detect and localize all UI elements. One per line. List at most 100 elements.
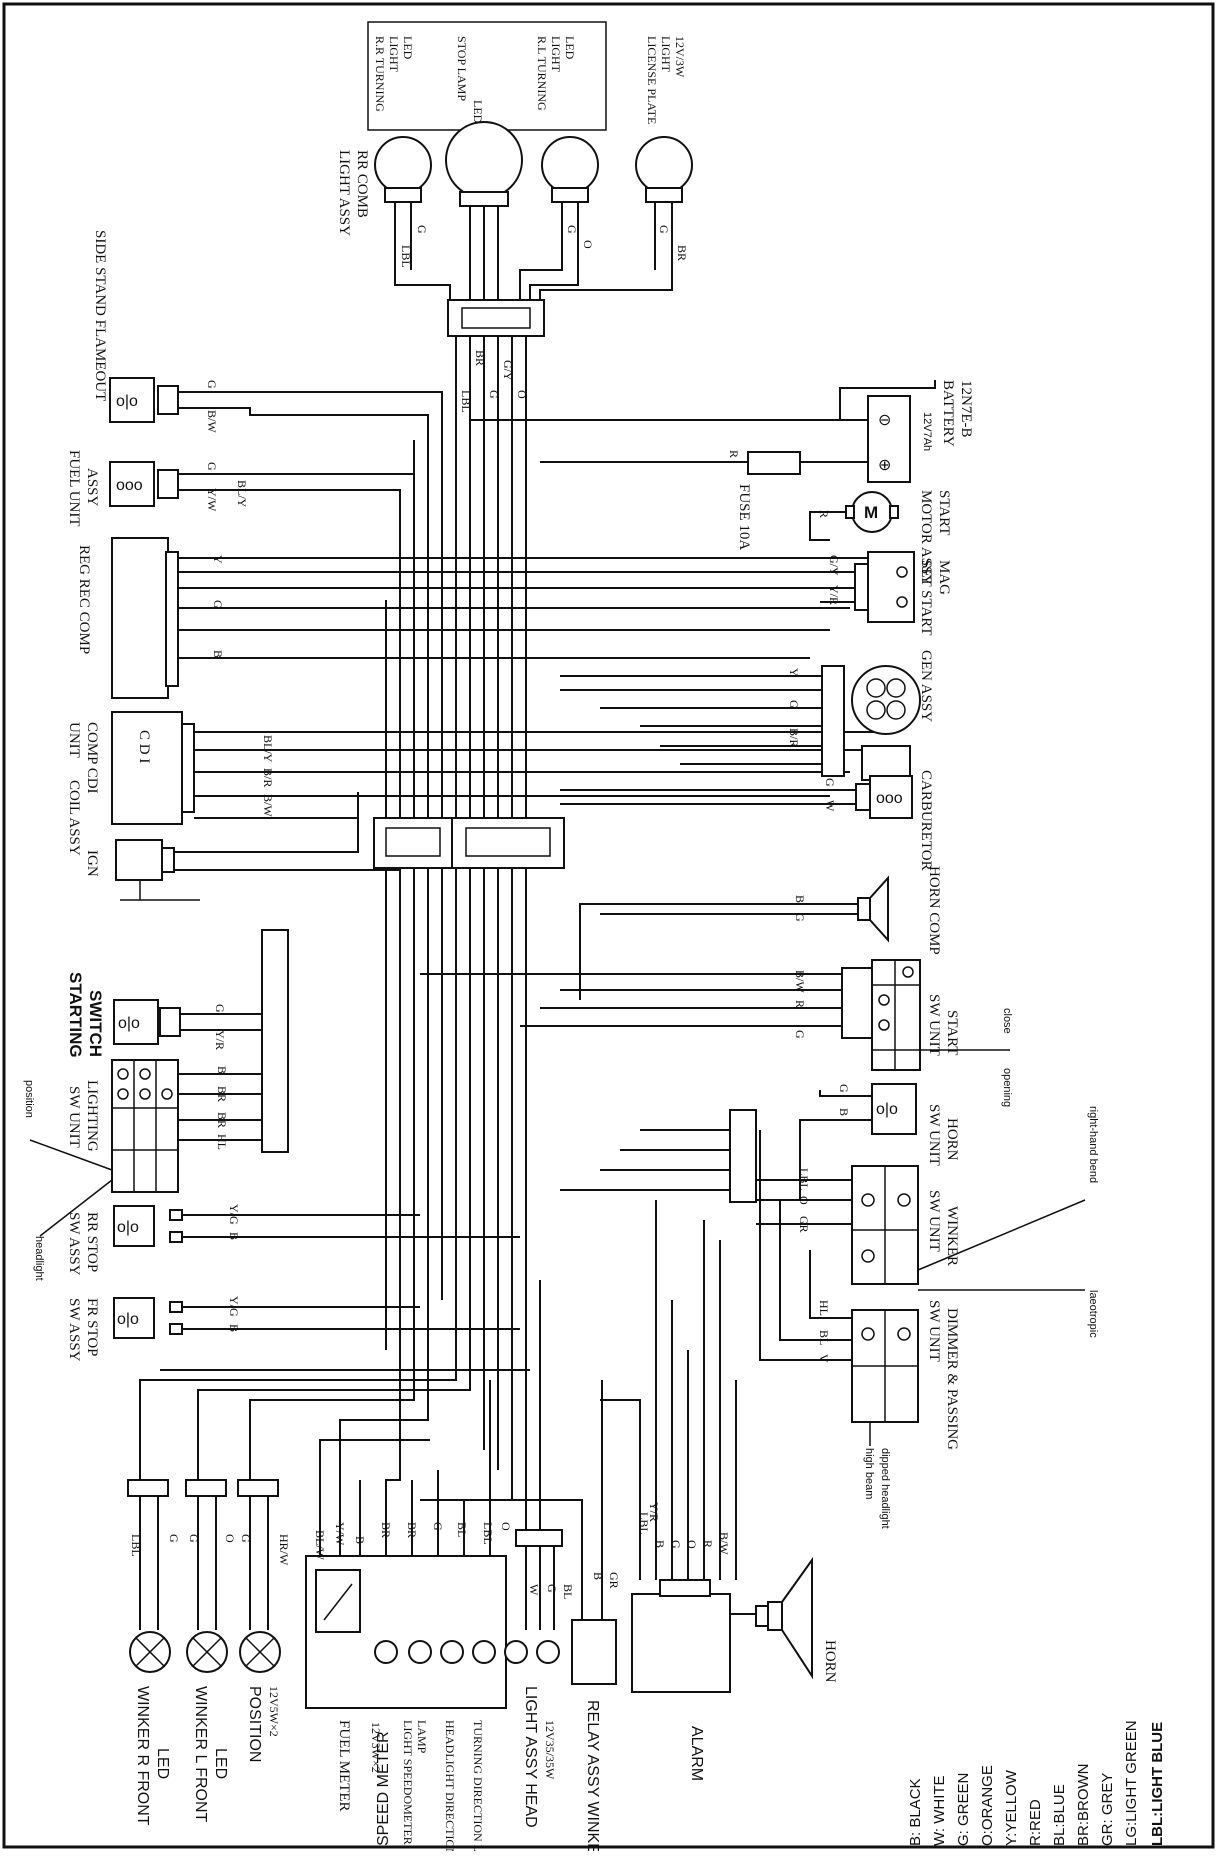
svg-text:Y: Y [787,668,801,677]
label-headlight-direction: HEADLIGHT DIRECTION LAMP [443,1720,457,1851]
label-dipped-headlight: dipped headlight [879,1448,891,1529]
svg-text:G: G [211,600,225,609]
wire-label-gy-main: G/Y [501,360,515,381]
svg-text:G: G [823,778,837,787]
wire-label-lbl-rear: LBL [399,245,413,268]
color-legend: B: BLACK W: WHITE G: GREEN O:ORANGE Y:YE… [907,1720,1166,1846]
svg-text:B/W: B/W [717,1532,731,1555]
label-sw-unit-horn: SW UNIT [926,1104,942,1166]
label-fr-stop: FR STOP [84,1298,100,1357]
label-fuel-unit: FUEL UNIT [66,450,82,527]
svg-text:G: G [669,1540,683,1549]
svg-text:B: B [653,1540,667,1548]
wire-label-br-main: BR [473,350,487,366]
label-position: position [23,1080,35,1118]
legend-item: R:RED [1027,1799,1044,1846]
rl-turning-bulb [541,136,599,194]
label-battery-type: 12N7E-B [958,380,974,438]
label-rr-comb: RR COMB [354,150,370,218]
label-sw-assy-rr: SW ASSY [66,1212,82,1276]
rear-comb-labels: LIGHT ASSY RR COMB R.R TURNING LIGHT LED… [336,36,687,236]
svg-text:LBL: LBL [129,1534,143,1557]
label-ign: IGN [84,850,100,877]
svg-text:G: G [239,1534,253,1543]
svg-text:Y: Y [211,555,225,564]
svg-text:Y/R: Y/R [827,585,841,605]
light-assy-head: W G BL LIGHT ASSY HEAD 12V35/35W [504,1200,575,1828]
label-cdi-comp: COMP CDI [84,722,100,794]
legend-item: LG:LIGHT GREEN [1123,1720,1140,1846]
harness-connector-left [373,817,453,869]
svg-text:B: B [227,1232,241,1240]
label-starting: STARTING [66,972,85,1058]
label-battery: BATTERY [940,380,956,447]
label-high-beam: high beam [863,1448,875,1499]
rear-bulbs [374,121,693,207]
label-horn-comp: HORN COMP [926,866,942,955]
label-stop-lamp: STOP LAMP [455,36,469,101]
label-motor-start: START [936,490,952,535]
svg-text:HR/W: HR/W [277,1534,291,1566]
label-license-spec: 12V/3W [673,36,687,78]
svg-text:BR: BR [215,1112,229,1128]
svg-text:G: G [167,1534,181,1543]
legend-item: O:ORANGE [979,1765,996,1846]
label-gen-assy: GEN ASSY [918,650,934,722]
label-carburetor: CARBURETOR [918,770,934,871]
label-meter-spec: 12V3W×2 [369,1722,383,1773]
label-head-spec: 12V35/35W [543,1720,557,1780]
svg-text:LBL: LBL [797,1168,811,1191]
label-rr-light: LIGHT [387,36,401,73]
svg-text:R: R [727,450,741,458]
legend-item: BL:BLUE [1051,1784,1068,1846]
svg-text:G: G [793,1030,807,1039]
handlebar-connector [261,929,289,1153]
label-speed-meter: SPEED METER [375,1731,392,1846]
label-cdi-unit: UNIT [66,722,82,758]
svg-text:LBL: LBL [481,1522,495,1545]
legend-item: BR:BROWN [1075,1764,1092,1847]
label-rr-led: LED [401,36,415,60]
label-license-light: LIGHT [659,36,673,73]
starting-switch: o|o G Y/R STARTING SWITCH [66,972,262,1058]
legend-item: Y:YELLOW [1003,1769,1020,1846]
fuel-unit: ooo G BL/Y Y/W FUEL UNIT ASSY [66,440,415,560]
legend-item: LBL:LIGHT BLUE [1149,1722,1166,1846]
svg-text:BR: BR [379,1522,393,1538]
label-rr-stop: RR STOP [84,1212,100,1272]
svg-text:ooo: ooo [116,477,143,494]
start-relay: G/Y Y/R SET START MAG [820,551,952,636]
label-motor-assy: MOTOR ASSY [918,490,934,585]
legend-item: W: WHITE [931,1775,948,1846]
label-sw-assy-fr: SW ASSY [66,1298,82,1362]
svg-text:R: R [793,1000,807,1008]
label-reg-rec: REG REC COMP [76,545,92,654]
label-fuel-meter: FUEL METER [336,1720,352,1812]
svg-text:Y/G: Y/G [227,1296,241,1317]
label-light-assy: LIGHT ASSY [336,150,352,236]
rear-connector [447,299,545,337]
position-lamp: G HR/W POSITION 12V5W×2 [237,1479,291,1762]
label-stop-led: LED [471,100,485,124]
svg-text:G: G [205,380,219,389]
svg-text:G: G [431,1522,445,1531]
svg-text:BL/Y: BL/Y [261,735,275,763]
svg-text:o|o: o|o [118,1015,140,1032]
generator: Y G B/R GEN ASSY [560,650,934,781]
rear-wires: LBL G G O G BR [394,202,689,300]
svg-text:B: B [227,1324,241,1332]
svg-text:B/W: B/W [205,410,219,433]
fuse: R FUSE 10A [540,450,801,550]
svg-text:Y/W: Y/W [205,488,219,512]
label-sw-unit-lighting: SW UNIT [66,1086,82,1148]
wire-label-g-rear: G [415,225,429,234]
sw-unit-winker: LBL O GR SW UNIT WINKER right-hand bend [560,1106,1099,1285]
svg-text:Y/G: Y/G [227,1204,241,1225]
label-winker-r-front: WINKER R FRONT [134,1686,151,1826]
wire-label-g2-rear: G [565,225,579,234]
battery: ⊖ ⊕ 12V7Ah BATTERY 12N7E-B [470,380,974,483]
label-winker-l-led: LED [212,1748,229,1779]
svg-text:G: G [213,1004,227,1013]
svg-text:Y/W: Y/W [333,1522,347,1546]
